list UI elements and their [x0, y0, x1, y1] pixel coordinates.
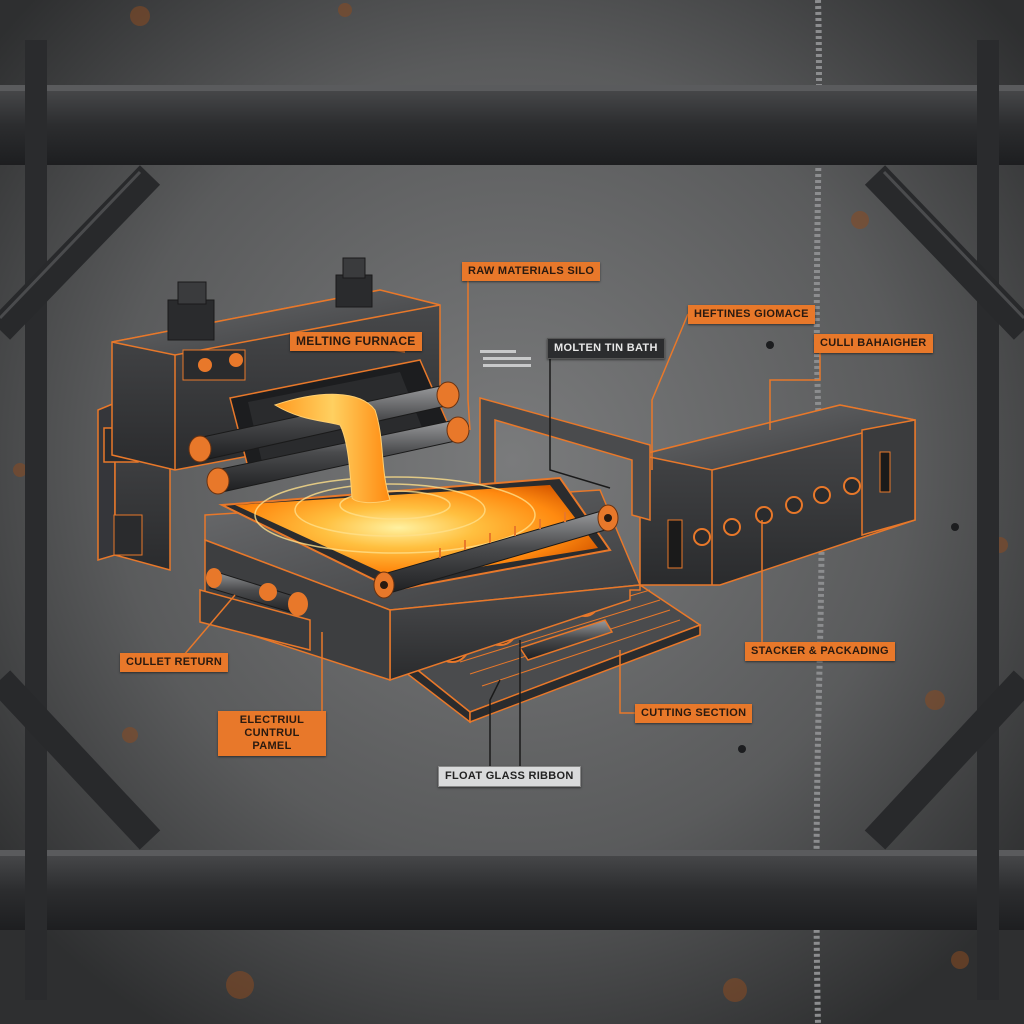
label-electrical-control-panel-line1: ELECTRIUL CUNTRUL	[239, 714, 305, 739]
cullet-return-unit	[199, 568, 311, 651]
melting-furnace	[97, 257, 470, 571]
tin-bath-body	[204, 476, 642, 682]
label-electrical-control-panel-line2: PAMEL	[252, 740, 292, 752]
label-electrical-control-panel: ELECTRIUL CUNTRUL PAMEL	[218, 711, 326, 756]
label-melting-furnace: MELTING FURNACE	[290, 332, 422, 351]
gauge-text-block	[480, 350, 531, 367]
label-raw-materials-silo: RAW MATERIALS SILO	[462, 262, 601, 281]
label-molten-tin-bath: MOLTEN TIN BATH	[547, 338, 665, 359]
label-stacker-packaging: STACKER & PACKADING	[745, 642, 895, 661]
label-cullet-return: CULLET RETURN	[120, 653, 229, 672]
label-cutting-section: CUTTING SECTION	[635, 704, 753, 723]
label-heftines-giomace: HEFTINES GIOMACE	[688, 305, 815, 324]
label-float-glass-ribbon: FLOAT GLASS RIBBON	[438, 766, 581, 787]
label-culli-bahaigher: CULLI BAHAIGHER	[814, 334, 933, 353]
annealing-lehr	[639, 404, 916, 586]
